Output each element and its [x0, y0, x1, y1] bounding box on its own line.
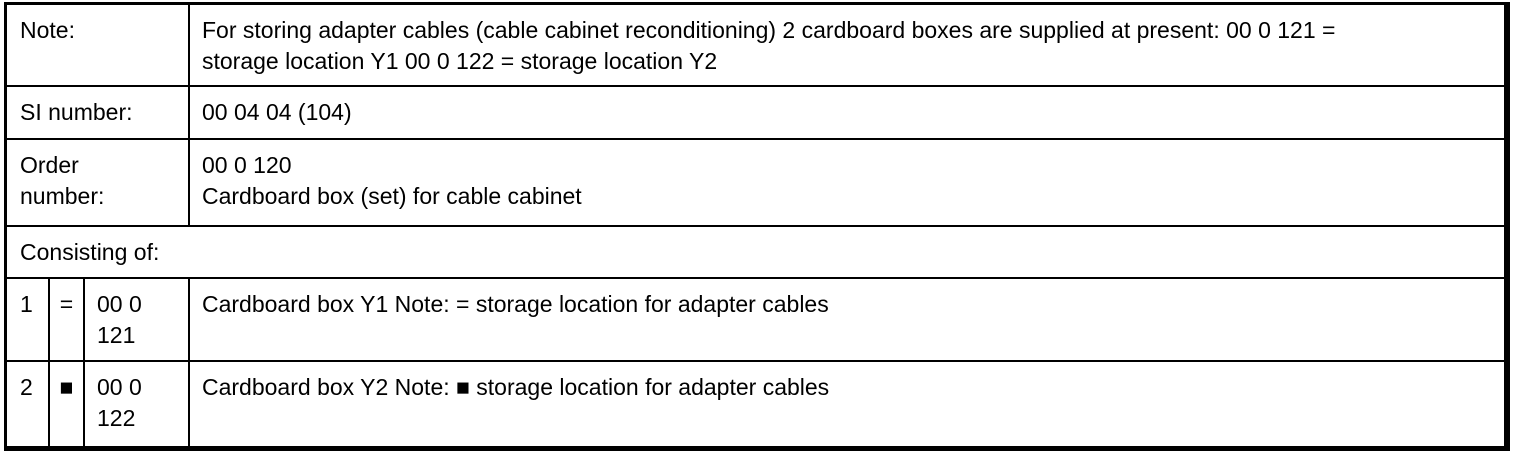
si-number-row: SI number: 00 04 04 (104) — [7, 87, 1504, 140]
note-label: Note: — [7, 5, 190, 85]
item-2-description: Cardboard box Y2 Note: ■ storage locatio… — [202, 374, 830, 400]
item-2-part-number: 00 0 122 — [85, 362, 190, 446]
item-2-position: 2 — [7, 362, 50, 446]
parts-info-table: Note: For storing adapter cables (cable … — [4, 2, 1510, 451]
consisting-of-row: Consisting of: — [7, 227, 1504, 279]
order-number-description: Cardboard box (set) for cable cabinet — [202, 183, 582, 209]
item-1-position: 1 — [7, 279, 50, 360]
order-number-code: 00 0 120 — [202, 152, 292, 178]
item-1-symbol: = — [50, 279, 85, 360]
item-2-symbol: ■ — [50, 362, 85, 446]
item-1-description: Cardboard box Y1 Note: = storage locatio… — [202, 291, 829, 317]
item-1-part-number: 00 0 121 — [85, 279, 190, 360]
order-number-label: Order number: — [7, 140, 190, 225]
si-number-value: 00 04 04 (104) — [202, 99, 352, 125]
order-number-value: 00 0 120 Cardboard box (set) for cable c… — [190, 140, 1504, 225]
si-number-label: SI number: — [7, 87, 190, 138]
item-row-2: 2 ■ 00 0 122 Cardboard box Y2 Note: ■ st… — [7, 362, 1504, 446]
consisting-of-header: Consisting of: — [20, 239, 160, 265]
order-number-row: Order number: 00 0 120 Cardboard box (se… — [7, 140, 1504, 227]
note-row: Note: For storing adapter cables (cable … — [7, 5, 1504, 87]
item-row-1: 1 = 00 0 121 Cardboard box Y1 Note: = st… — [7, 279, 1504, 362]
note-value: For storing adapter cables (cable cabine… — [202, 17, 1336, 74]
